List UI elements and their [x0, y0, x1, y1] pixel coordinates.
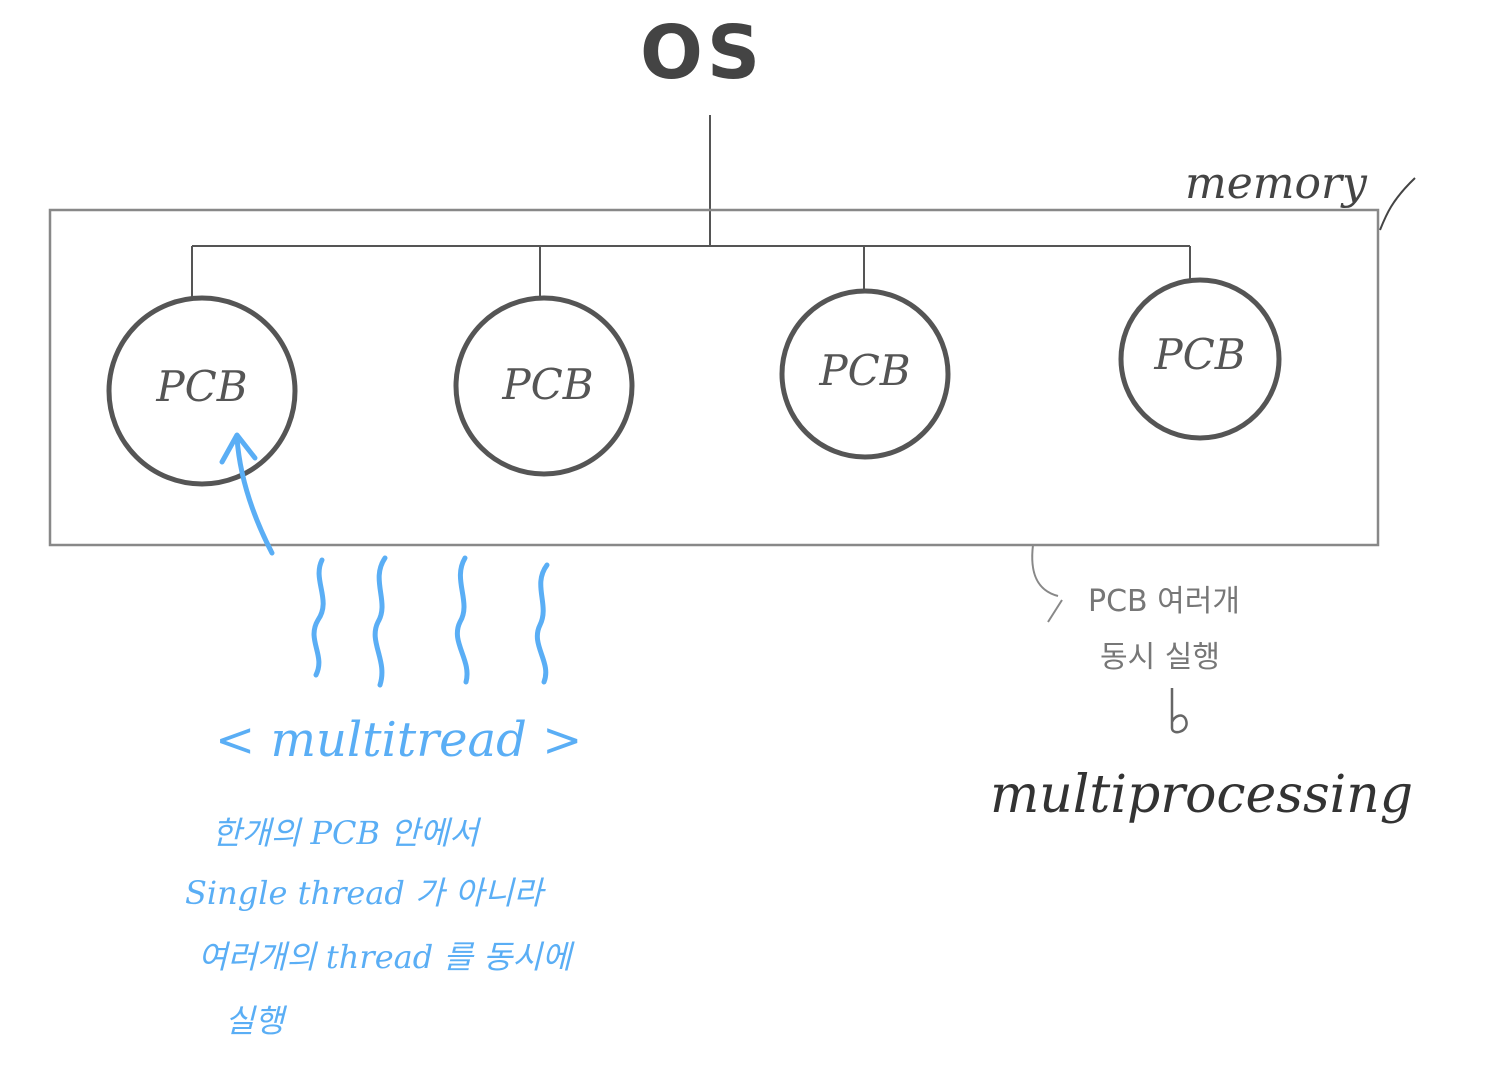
pcb-circle-1: [106, 295, 298, 487]
pcb-circle-3: [779, 288, 951, 460]
multiprocessing-label: multiprocessing: [990, 765, 1414, 825]
pcb-label-1: PCB: [156, 362, 248, 411]
thread-wave-2: [372, 555, 388, 688]
multithread-line-2: Single thread 가 아니라: [185, 874, 543, 912]
thread-wave-4: [534, 562, 550, 685]
thread-arrow: [234, 435, 275, 556]
pcb-circle-4: [1118, 277, 1282, 441]
memory-tail: [1379, 177, 1416, 231]
pcb-label-3: PCB: [819, 346, 911, 395]
note-arrow: [1031, 544, 1059, 597]
multiprocessing-note-line-1: PCB 여러개: [1088, 584, 1240, 619]
pcb-label-4: PCB: [1154, 330, 1246, 379]
note-arrow-head: [1047, 599, 1063, 623]
down-arrow: [1170, 688, 1188, 734]
multiprocessing-note-line-2: 동시 실행: [1100, 640, 1220, 675]
multithread-line-1: 한개의 PCB 안에서: [212, 814, 479, 852]
memory-label: memory: [1185, 158, 1367, 209]
pcb-label-2: PCB: [502, 360, 594, 409]
thread-arrow-head: [219, 432, 258, 465]
multithread-title: < multitread >: [215, 712, 583, 768]
os-title: OS: [640, 10, 765, 96]
memory-box: [48, 208, 1380, 547]
pcb-circle-2: [453, 295, 635, 477]
thread-wave-3: [454, 555, 470, 685]
multithread-line-4: 실행: [225, 1002, 284, 1040]
multithread-line-3: 여러개의 thread 를 동시에: [198, 938, 572, 976]
thread-wave-1: [311, 557, 326, 678]
